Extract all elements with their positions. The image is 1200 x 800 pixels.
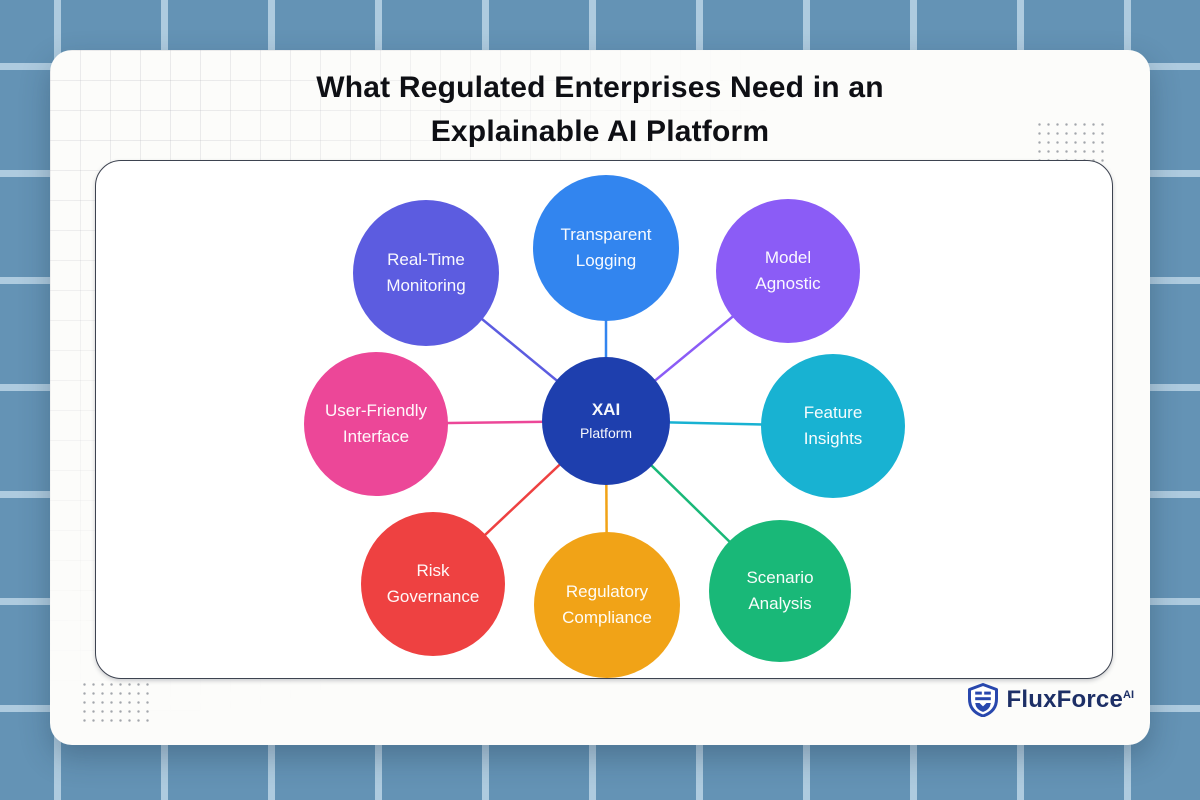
brand-logo: FluxForceAI bbox=[967, 683, 1135, 717]
dot-pattern-bottom-left bbox=[80, 680, 150, 728]
fluxforce-shield-icon bbox=[967, 683, 998, 717]
node-label: Insights bbox=[803, 429, 863, 448]
brand-suffix: AI bbox=[1123, 689, 1134, 701]
node-label: Model bbox=[764, 247, 812, 267]
node-label: Compliance bbox=[562, 608, 652, 627]
node-label: Real-Time bbox=[387, 249, 465, 269]
node-label: Regulatory bbox=[565, 581, 649, 601]
node-label: User-Friendly bbox=[324, 400, 428, 420]
node-label: Logging bbox=[575, 251, 637, 270]
node-label: Interface bbox=[342, 427, 410, 446]
brand-name-text: FluxForce bbox=[1006, 686, 1123, 713]
node-label: Governance bbox=[386, 587, 480, 606]
brand-name: FluxForceAI bbox=[1007, 686, 1135, 714]
page-title-line2: Explainable AI Platform bbox=[430, 115, 770, 149]
node-label: Scenario bbox=[746, 567, 814, 587]
node-label: Monitoring bbox=[386, 276, 466, 295]
page-title: What Regulated Enterprises Need in an Ex… bbox=[50, 66, 1150, 154]
node-label: Transparent bbox=[560, 224, 652, 244]
node-label: Risk bbox=[416, 560, 450, 580]
hub-subtitle: Platform bbox=[579, 424, 633, 441]
node-label: Feature bbox=[803, 402, 863, 422]
node-label: Agnostic bbox=[755, 274, 821, 293]
node-xai-platform: XAI Platform bbox=[542, 357, 670, 485]
hub-title: XAI bbox=[591, 400, 621, 420]
page-title-line1: What Regulated Enterprises Need in an bbox=[316, 71, 884, 104]
node-label: Analysis bbox=[748, 594, 812, 613]
infographic-card: What Regulated Enterprises Need in an Ex… bbox=[50, 50, 1150, 745]
